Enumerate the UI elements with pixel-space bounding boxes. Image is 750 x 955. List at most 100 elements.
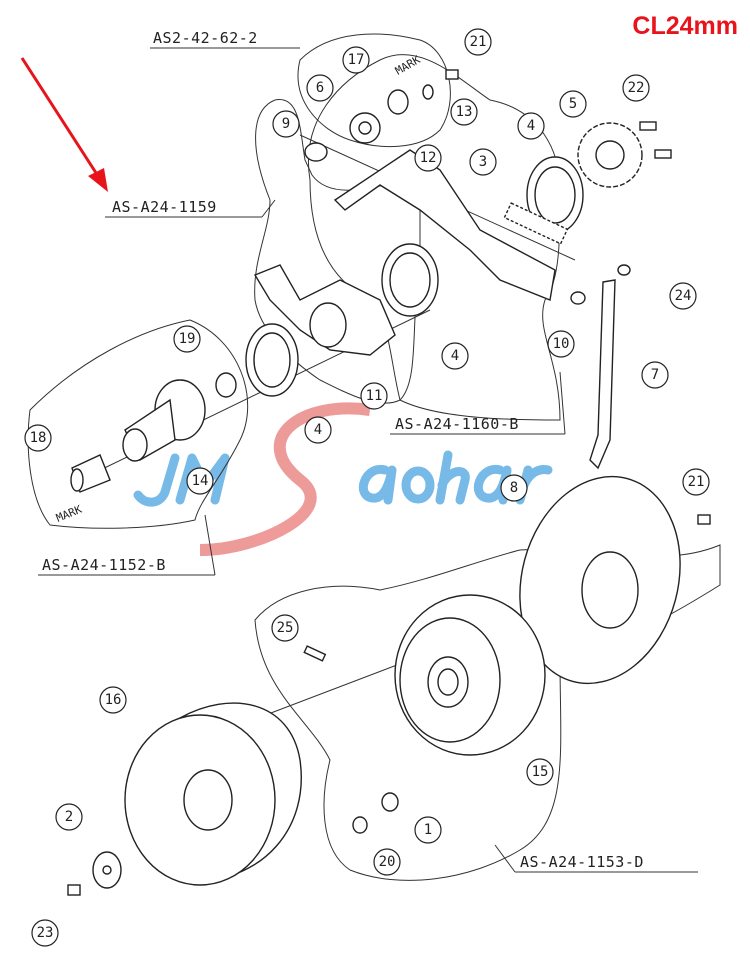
size-label: CL24mm — [632, 12, 738, 40]
svg-text:3: 3 — [479, 154, 487, 170]
assembly-label-as-a24-1152-b: AS-A24-1152-B — [38, 514, 216, 576]
washer-4b — [381, 243, 439, 317]
assembly-label-as2-42-62-2: AS2-42-62-2 — [150, 29, 300, 49]
bushing-19 — [215, 372, 237, 398]
svg-text:23: 23 — [37, 925, 54, 941]
screws-22 — [639, 121, 672, 159]
nut-24 — [617, 264, 631, 276]
svg-text:4: 4 — [314, 422, 322, 438]
svg-text:19: 19 — [179, 331, 196, 347]
svg-text:AS-A24-1160-B: AS-A24-1160-B — [395, 415, 519, 433]
callout: 25 — [271, 614, 299, 642]
svg-text:20: 20 — [379, 854, 396, 870]
callout: 8 — [500, 474, 528, 502]
assembly-label-as-a24-1160-b: AS-A24-1160-B — [390, 371, 566, 435]
callout: 20 — [373, 848, 401, 876]
callout: 12 — [414, 144, 442, 172]
bushing-9 — [304, 142, 328, 162]
callout: 17 — [342, 46, 370, 74]
callout: 19 — [173, 325, 201, 353]
cap-1 — [381, 792, 399, 812]
svg-text:2: 2 — [65, 809, 73, 825]
svg-text:10: 10 — [553, 336, 570, 352]
screw-21 — [445, 69, 459, 80]
collar-17 — [387, 89, 409, 115]
callout: 10 — [547, 330, 575, 358]
callout: 13 — [450, 98, 478, 126]
plug-20 — [352, 816, 368, 834]
svg-text:12: 12 — [420, 150, 437, 166]
bracket-11 — [253, 264, 396, 356]
callout: 14 — [186, 467, 214, 495]
callout: 16 — [99, 686, 127, 714]
svg-text:8: 8 — [510, 480, 518, 496]
assembly-label-as-a24-1159: AS-A24-1159 — [105, 198, 276, 218]
screw-23 — [67, 884, 81, 896]
svg-text:25: 25 — [277, 620, 294, 636]
nut-10 — [570, 291, 586, 305]
callout: 9 — [272, 110, 300, 138]
callout: 5 — [559, 90, 587, 118]
svg-text:6: 6 — [316, 80, 324, 96]
svg-text:AS2-42-62-2: AS2-42-62-2 — [153, 29, 258, 47]
callout: 4 — [304, 416, 332, 444]
svg-text:AS-A24-1152-B: AS-A24-1152-B — [42, 556, 166, 574]
mark-label: MARK — [54, 503, 84, 525]
callout: 21 — [682, 468, 710, 496]
svg-text:7: 7 — [651, 367, 659, 383]
sprocket-5 — [577, 122, 643, 188]
callout: 15 — [526, 758, 554, 786]
sleeve-18 — [70, 454, 111, 493]
outline-as-a24-1152-b — [27, 319, 249, 529]
callout: 2 — [55, 803, 83, 831]
disc-16 — [124, 702, 302, 886]
svg-text:21: 21 — [470, 34, 487, 50]
gear-6 — [349, 112, 381, 144]
link-7 — [589, 279, 616, 470]
svg-text:13: 13 — [456, 104, 473, 120]
callout: 7 — [641, 361, 669, 389]
svg-text:4: 4 — [451, 348, 459, 364]
svg-text:15: 15 — [532, 764, 549, 780]
flange-14 — [122, 379, 206, 462]
assembly-label-as-a24-1153-d: AS-A24-1153-D — [494, 844, 698, 873]
svg-text:9: 9 — [282, 116, 290, 132]
callout: 1 — [414, 816, 442, 844]
spring-3 — [503, 202, 569, 245]
svg-text:22: 22 — [628, 80, 645, 96]
callout: 3 — [469, 148, 497, 176]
washer-4 — [526, 156, 584, 234]
callout: 4 — [517, 112, 545, 140]
washer-2 — [92, 851, 122, 889]
svg-text:24: 24 — [675, 288, 692, 304]
callout: 4 — [441, 342, 469, 370]
callout: 22 — [622, 74, 650, 102]
outline-as-a24-1160-b — [308, 54, 561, 421]
svg-text:1: 1 — [424, 822, 432, 838]
svg-text:17: 17 — [348, 52, 365, 68]
callout: 6 — [306, 74, 334, 102]
svg-text:14: 14 — [192, 473, 209, 489]
pin-25 — [303, 645, 327, 662]
washer-4c — [245, 323, 299, 397]
callout: 11 — [360, 382, 388, 410]
red-arrow — [20, 57, 108, 192]
callout: 23 — [31, 919, 59, 947]
svg-text:21: 21 — [688, 474, 705, 490]
callout: 18 — [24, 424, 52, 452]
washer-13 — [422, 84, 434, 100]
disc-8 — [519, 475, 681, 685]
svg-text:AS-A24-1159: AS-A24-1159 — [112, 198, 217, 216]
outline-as2-42-62-2 — [297, 33, 451, 148]
outline-as-a24-1159 — [254, 99, 421, 404]
svg-text:5: 5 — [569, 96, 577, 112]
callout: 21 — [464, 28, 492, 56]
svg-text:4: 4 — [527, 118, 535, 134]
hub-15 — [394, 594, 546, 756]
svg-text:16: 16 — [105, 692, 122, 708]
svg-text:11: 11 — [366, 388, 383, 404]
callout: 24 — [669, 282, 697, 310]
svg-text:18: 18 — [30, 430, 47, 446]
